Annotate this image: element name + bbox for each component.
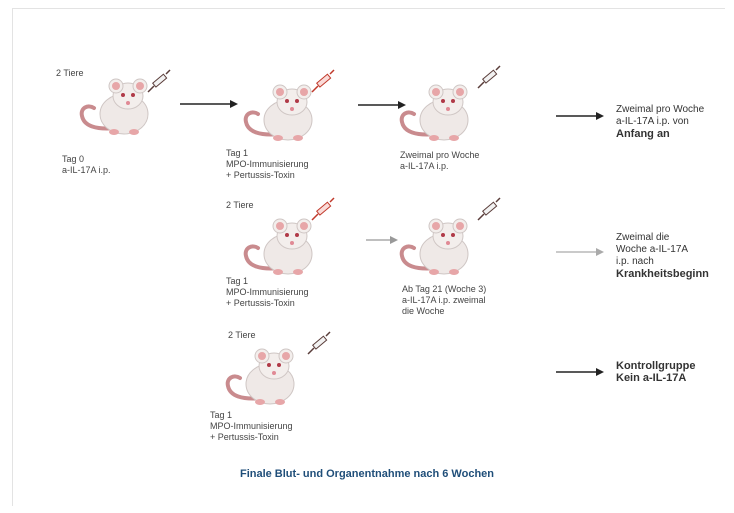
rat-row2-stage1 bbox=[240, 196, 360, 286]
footer-caption: Finale Blut- und Organentnahme nach 6 Wo… bbox=[0, 468, 734, 480]
arrow-right-icon bbox=[366, 234, 400, 246]
syringe-icon bbox=[312, 198, 334, 220]
syringe-icon bbox=[478, 198, 500, 220]
rat-row3-stage1 bbox=[222, 324, 352, 414]
rat-row2-stage2 bbox=[396, 196, 526, 286]
syringe-icon bbox=[308, 332, 330, 354]
syringe-icon bbox=[478, 66, 500, 88]
rat-row1-stage2 bbox=[240, 62, 360, 152]
arrow-right-icon bbox=[556, 110, 606, 122]
arrow-right-icon bbox=[556, 366, 606, 378]
syringe-icon bbox=[148, 70, 170, 92]
syringe-icon bbox=[312, 70, 334, 92]
arrow-right-icon bbox=[180, 98, 240, 110]
rat-row1-stage3 bbox=[396, 62, 526, 152]
rat-row1-stage1 bbox=[76, 56, 196, 146]
arrow-right-icon bbox=[556, 246, 606, 258]
outcome-row3: Kontrollgruppe Kein a-IL-17A bbox=[616, 360, 695, 384]
label-row2-stage2: Ab Tag 21 (Woche 3)a-IL-17A i.p. zweimal… bbox=[402, 284, 486, 317]
arrow-right-icon bbox=[358, 99, 408, 111]
